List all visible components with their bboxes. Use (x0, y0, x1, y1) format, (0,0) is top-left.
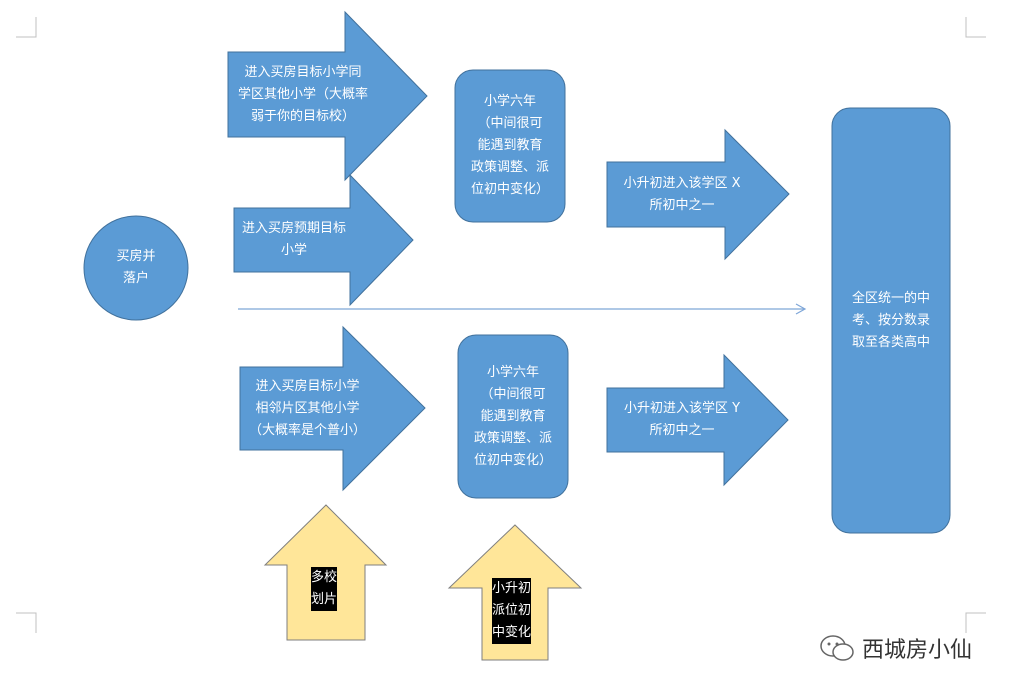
final-label: 全区统一的中 考、按分数录 取至各类高中 (851, 290, 930, 350)
risk-assignment-label: 小升初 派位初 中变化 (492, 578, 532, 644)
risk-line: 多校 (311, 567, 338, 589)
middle-y-label: 小升初进入该学区 Y 所初中之一 (623, 401, 741, 438)
risk-line: 小升初 (492, 578, 532, 600)
middle-x-label: 小升初进入该学区 X 所初中之一 (623, 175, 741, 213)
start-label: 买房并 落户 (116, 249, 156, 286)
arrow-neighbor-label: 进入买房目标小学 相邻片区其他小学 （大概率是个普小） (248, 378, 366, 438)
final-box (831, 107, 951, 534)
watermark-text: 西城房小仙 (862, 638, 973, 663)
page-corner-marks (16, 17, 986, 633)
arrow-target (233, 173, 414, 307)
risk-line: 派位初 (492, 600, 532, 622)
risk-line: 中变化 (492, 622, 532, 644)
arrow-same-district (227, 10, 428, 182)
arrow-same-district-label: 进入买房目标小学同 学区其他小学（大概率 弱于你的目标校） (237, 64, 368, 124)
wechat-icon (820, 635, 854, 661)
primary-top-label: 小学六年 （中间很可 能遇到教育 政策调整、派 位初中变化） (470, 94, 549, 197)
primary-bottom-label: 小学六年 （中间很可 能遇到教育 政策调整、派 位初中变化） (473, 364, 552, 468)
primary-bottom-box (457, 334, 569, 499)
risk-multi-school-label: 多校 划片 (311, 567, 338, 611)
primary-top-box (454, 69, 566, 223)
start-circle (83, 215, 189, 321)
arrow-middle-x (606, 128, 790, 261)
watermark: 西城房小仙 (818, 632, 972, 664)
risk-line: 划片 (311, 589, 338, 611)
arrow-neighbor (239, 325, 426, 492)
arrow-target-label: 进入买房预期目标 小学 (241, 221, 346, 258)
arrow-middle-y (606, 353, 789, 487)
